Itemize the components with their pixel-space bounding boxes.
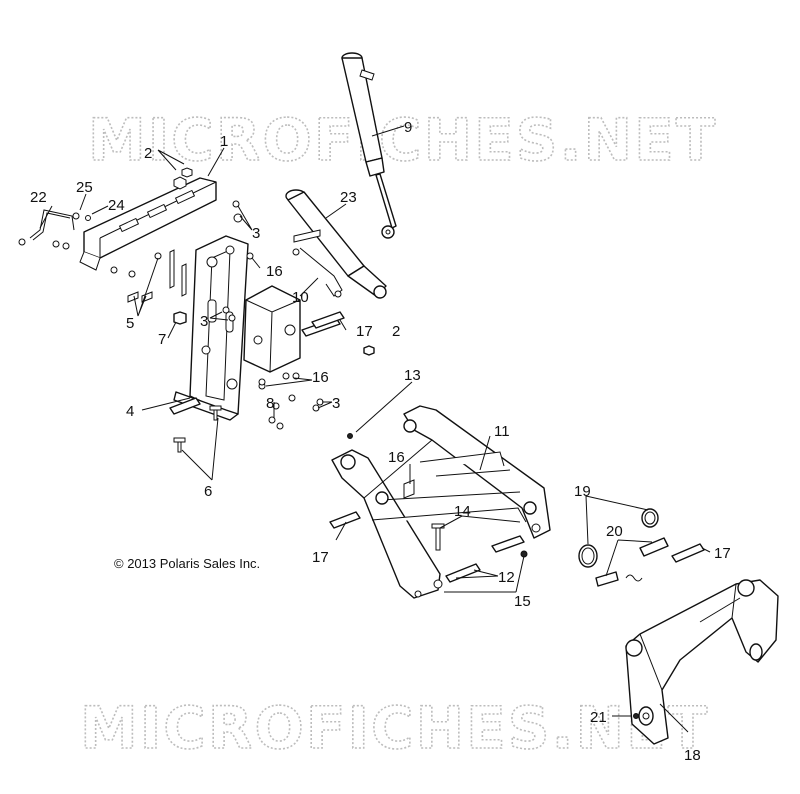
callout-5: 5 bbox=[126, 315, 134, 332]
part-23-cylinder bbox=[285, 189, 387, 299]
callout-1: 1 bbox=[220, 133, 228, 150]
callout-2-mid: 2 bbox=[392, 323, 400, 340]
part-17-pin-left bbox=[329, 511, 361, 529]
callout-3-top: 3 bbox=[252, 225, 260, 242]
part-16-mid bbox=[403, 479, 415, 499]
callout-23: 23 bbox=[340, 189, 357, 206]
part-7-bolt bbox=[173, 311, 187, 325]
watermark-bottom: MICROFICHES.NET bbox=[80, 694, 709, 762]
callout-21: 21 bbox=[590, 709, 607, 726]
callout-17-left: 17 bbox=[312, 549, 329, 566]
callout-4: 4 bbox=[126, 403, 134, 420]
part-16-fasteners bbox=[246, 252, 300, 386]
callout-8: 8 bbox=[266, 395, 274, 412]
callout-13: 13 bbox=[404, 367, 421, 384]
callout-7: 7 bbox=[158, 331, 166, 348]
part-14-bolt bbox=[431, 523, 445, 551]
part-pin-lower bbox=[169, 397, 201, 415]
part-20-pins bbox=[595, 537, 669, 587]
part-2-bolts bbox=[173, 167, 193, 190]
leader-lines bbox=[39, 125, 711, 733]
part-19-clips bbox=[578, 508, 659, 568]
copyright-text: © 2013 Polaris Sales Inc. bbox=[114, 556, 260, 571]
part-17-pins bbox=[301, 311, 345, 337]
callout-17-top: 17 bbox=[356, 323, 373, 340]
callout-19: 19 bbox=[574, 483, 591, 500]
part-17-pin-right bbox=[671, 543, 705, 563]
callout-17-right: 17 bbox=[714, 545, 731, 562]
part-6-bolts bbox=[173, 405, 222, 453]
part-11-frame bbox=[331, 405, 551, 599]
callout-10: 10 bbox=[292, 289, 309, 306]
part-5-pins bbox=[110, 249, 187, 303]
callout-6: 6 bbox=[204, 483, 212, 500]
callout-22: 22 bbox=[30, 189, 47, 206]
part-13-grease bbox=[347, 433, 353, 439]
part-21-nut bbox=[633, 713, 639, 719]
callout-15: 15 bbox=[514, 593, 531, 610]
part-22-line bbox=[18, 209, 91, 250]
part-1-rail bbox=[79, 177, 217, 271]
callout-16-mid: 16 bbox=[388, 449, 405, 466]
callout-9: 9 bbox=[404, 119, 412, 136]
part-4-plate bbox=[173, 235, 249, 421]
part-10-clip bbox=[292, 247, 343, 298]
callout-16-right: 16 bbox=[312, 369, 329, 386]
part-4-box bbox=[243, 285, 301, 373]
callout-2-top: 2 bbox=[144, 145, 152, 162]
callout-3-right: 3 bbox=[332, 395, 340, 412]
part-12-pins bbox=[445, 535, 525, 583]
callout-3-mid: 3 bbox=[200, 313, 208, 330]
callout-16-top: 16 bbox=[266, 263, 283, 280]
callout-11: 11 bbox=[494, 423, 510, 440]
callout-14: 14 bbox=[454, 503, 471, 520]
callouts: 1 2 2 3 3 3 4 5 6 7 8 9 10 11 12 13 14 1… bbox=[30, 119, 731, 764]
callout-20: 20 bbox=[606, 523, 623, 540]
callout-18: 18 bbox=[684, 747, 701, 764]
callout-12: 12 bbox=[498, 569, 515, 586]
part-18-bracket bbox=[625, 579, 779, 745]
callout-25: 25 bbox=[76, 179, 93, 196]
part-2-bolt-mid bbox=[363, 345, 375, 356]
watermark-top: MICROFICHES.NET bbox=[88, 106, 717, 174]
callout-24: 24 bbox=[108, 197, 125, 214]
